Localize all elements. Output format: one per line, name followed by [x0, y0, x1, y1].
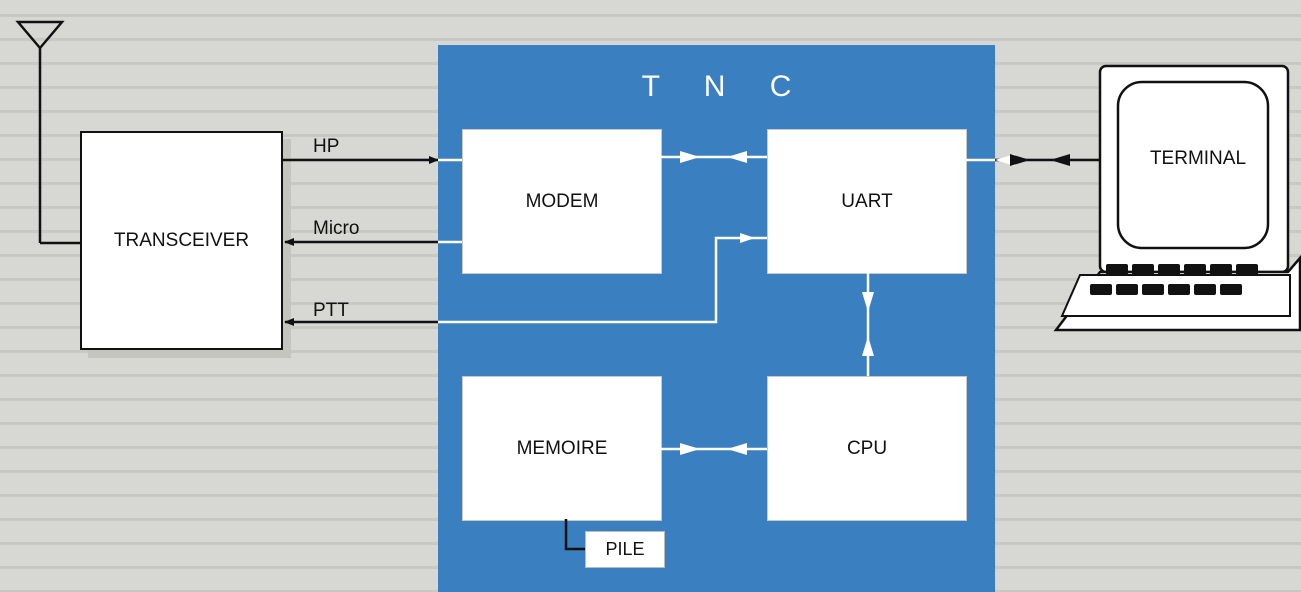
uart-block: UART: [767, 129, 967, 274]
transceiver-block: TRANSCEIVER: [80, 131, 283, 350]
modem-block: MODEM: [462, 129, 662, 274]
uart-terminal-link: [965, 154, 1100, 166]
terminal-icon: [1053, 64, 1301, 332]
modem-uart-link: [660, 151, 767, 163]
ptt-signal-label: PTT: [313, 300, 349, 321]
pile-label: PILE: [605, 539, 645, 559]
uart-label: UART: [841, 190, 893, 212]
ptt-wire-inside: [438, 236, 767, 324]
ptt-uart-arrow: [740, 233, 755, 243]
tnc-title: T N C: [641, 70, 810, 103]
micro-signal-label: Micro: [313, 218, 360, 239]
memoire-label: MEMOIRE: [516, 437, 608, 459]
cpu-block: CPU: [767, 376, 967, 521]
memoire-pile-link: [564, 519, 585, 551]
memoire-cpu-link: [660, 443, 767, 455]
hp-signal-label: HP: [313, 136, 340, 157]
antenna-icon: [15, 20, 80, 245]
uart-cpu-link: [862, 272, 874, 376]
cpu-label: CPU: [846, 437, 888, 459]
modem-label: MODEM: [525, 190, 599, 212]
terminal-label: TERMINAL: [1149, 148, 1247, 169]
transceiver-label: TRANSCEIVER: [113, 229, 250, 251]
pile-block: PILE: [585, 531, 665, 568]
